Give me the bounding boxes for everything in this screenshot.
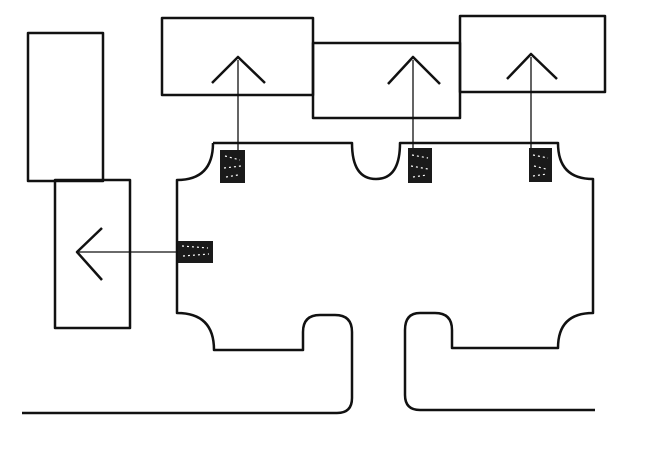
chevron-up-icon [211, 55, 266, 84]
chevron-left-icon [75, 227, 103, 281]
left-box-upper [26, 31, 105, 183]
pad-top-left [220, 150, 245, 183]
chevron-up-icon [387, 55, 441, 85]
left-box-lower [53, 178, 132, 330]
pad-top-middle [408, 148, 432, 183]
main-body [213, 141, 595, 412]
main-body-left [22, 142, 354, 415]
top-box-right [458, 14, 607, 94]
pad-left [178, 241, 213, 263]
chevron-up-icon [506, 52, 558, 80]
pad-top-right [529, 148, 552, 182]
